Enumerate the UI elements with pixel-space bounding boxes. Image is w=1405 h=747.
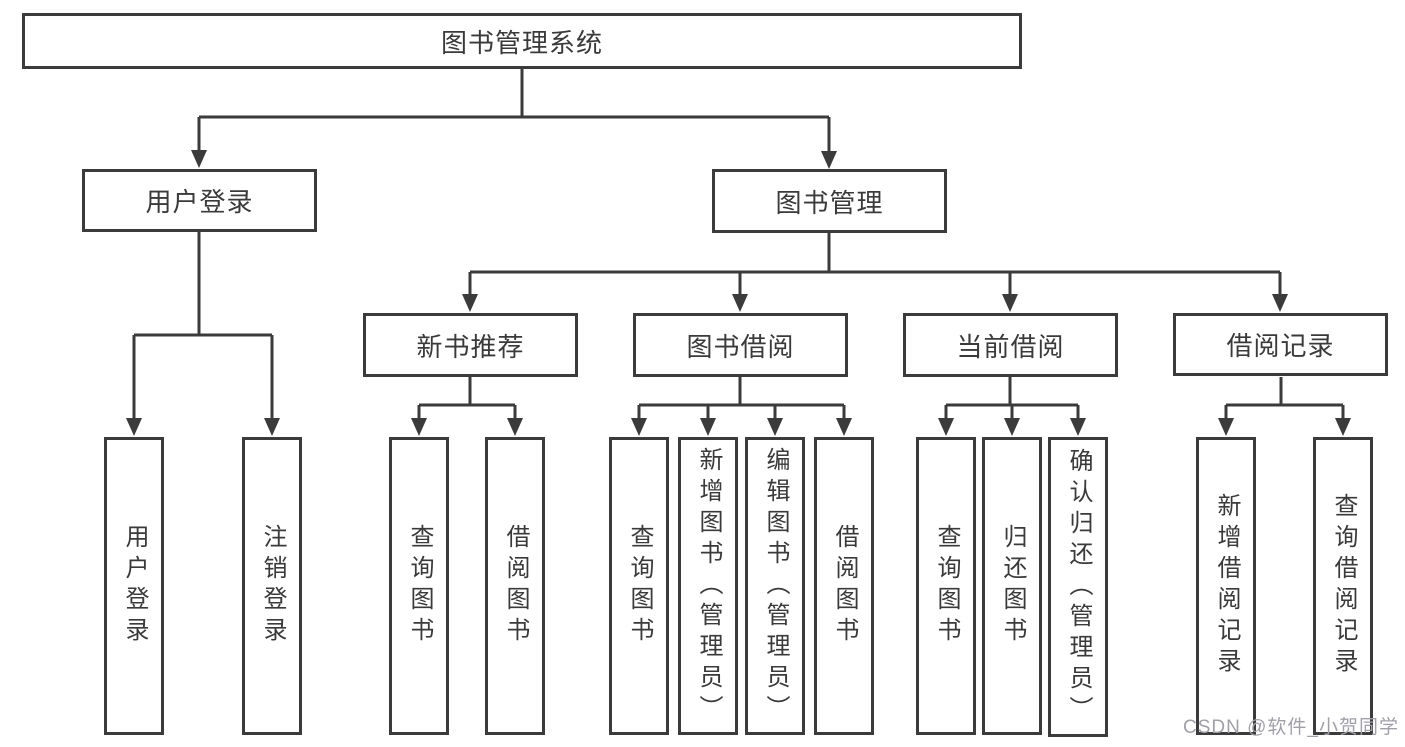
node-label: 图书管理系统 [440,27,603,58]
node-label: 查询图书 [626,524,653,648]
node-label: 新增借阅记录 [1213,493,1240,679]
csdn-watermark: CSDN @软件_小贺同学 [1183,717,1399,738]
leaf-query-books-current: 查询图书 [916,437,976,735]
node-label: 借阅图书 [502,524,529,648]
node-book-management: 图书管理 [712,169,947,233]
node-label: 归还图书 [999,524,1026,648]
leaf-query-borrow-record: 查询借阅记录 [1313,437,1373,735]
node-label: 当前借阅 [956,331,1065,362]
node-borrowing-records: 借阅记录 [1173,313,1388,376]
node-label: 用户登录 [145,187,254,217]
leaf-confirm-return-admin: 确认归还（管理员） [1048,437,1108,737]
leaf-user-login: 用户登录 [104,437,164,735]
node-user-login: 用户登录 [82,169,317,232]
node-label: 新书推荐 [416,331,525,362]
node-label: 图书管理 [775,187,884,218]
node-library-management-system: 图书管理系统 [22,13,1022,69]
node-label: 查询借阅记录 [1330,493,1357,679]
node-label: 编辑图书（管理员） [762,446,789,726]
node-label: 注销登录 [259,524,286,648]
node-new-book-recommendation: 新书推荐 [363,313,578,377]
leaf-edit-book-admin: 编辑图书（管理员） [745,437,805,735]
leaf-query-books-borrow: 查询图书 [609,437,669,735]
node-label: 查询图书 [933,524,960,648]
leaf-logout: 注销登录 [242,437,302,735]
leaf-borrow-books: 借阅图书 [814,437,874,735]
leaf-return-book: 归还图书 [982,437,1042,735]
node-current-borrowing: 当前借阅 [903,313,1118,377]
leaf-borrow-books-recommend: 借阅图书 [485,437,545,735]
node-book-borrowing: 图书借阅 [633,313,848,377]
connector-lines [132,69,1345,420]
leaf-query-books-recommend: 查询图书 [389,437,449,735]
leaf-add-borrow-record: 新增借阅记录 [1196,437,1256,735]
node-label: 新增图书（管理员） [695,446,722,726]
node-label: 确认归还（管理员） [1065,447,1092,727]
node-label: 用户登录 [121,524,148,648]
leaf-add-book-admin: 新增图书（管理员） [678,437,738,735]
node-label: 借阅图书 [831,524,858,648]
node-label: 图书借阅 [686,331,795,362]
node-label: 借阅记录 [1226,331,1335,361]
node-label: 查询图书 [406,524,433,648]
